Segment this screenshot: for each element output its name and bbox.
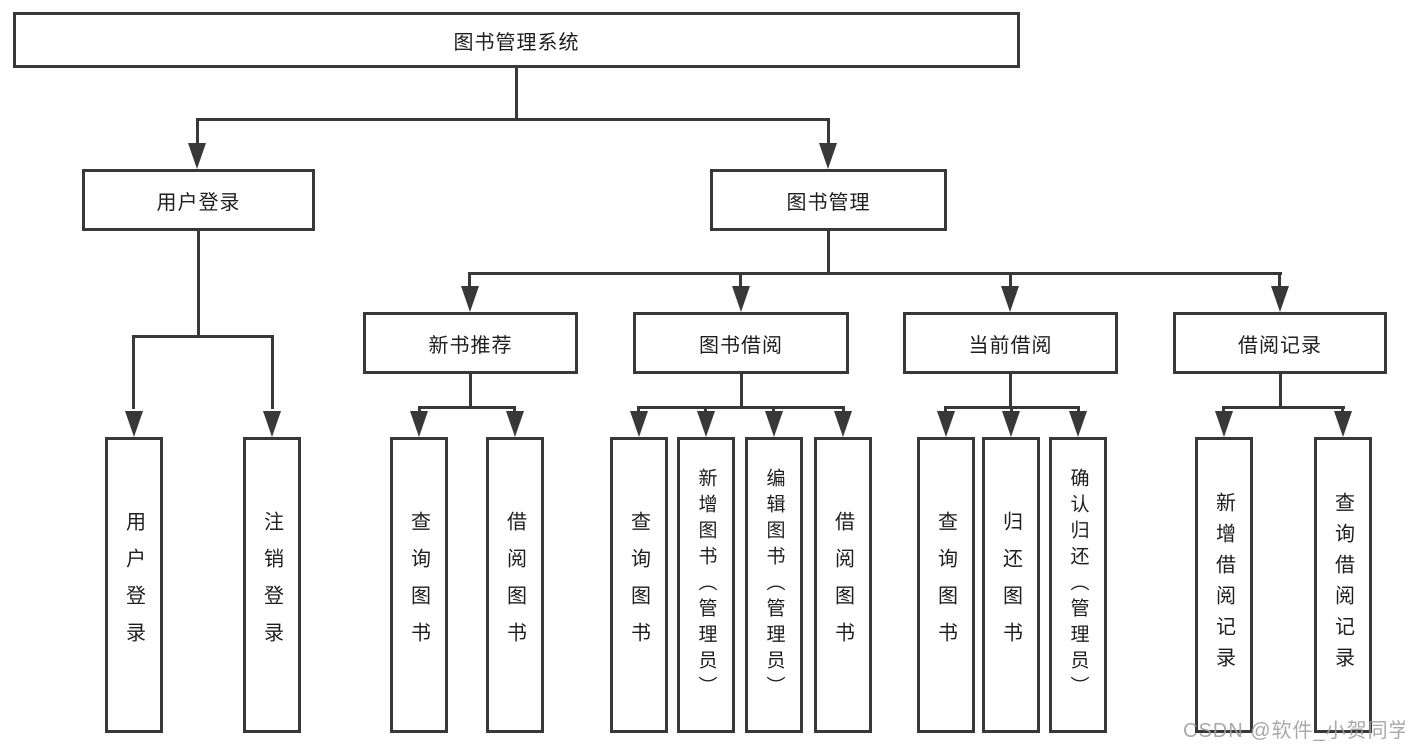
connector-arrowhead bbox=[506, 411, 524, 437]
connector-arrowhead bbox=[819, 143, 837, 169]
leaf-label: 新增图书（管理员） bbox=[695, 468, 717, 702]
leaf-borrow-books-recommend: 借阅图书 bbox=[486, 437, 544, 733]
connector-arrowhead bbox=[765, 411, 783, 437]
leaf-label: 查询图书 bbox=[627, 511, 650, 659]
connector-line bbox=[1222, 406, 1345, 409]
connector-line bbox=[418, 406, 516, 409]
connector-line bbox=[132, 335, 274, 338]
leaf-user-login: 用户登录 bbox=[105, 437, 163, 733]
leaf-borrow-books-borrowing: 借阅图书 bbox=[814, 437, 872, 733]
connector-arrowhead bbox=[1334, 411, 1352, 437]
leaf-label: 借阅图书 bbox=[503, 511, 526, 659]
leaf-label: 借阅图书 bbox=[831, 511, 854, 659]
connector-line bbox=[1341, 406, 1344, 414]
leaf-confirm-return-admin: 确认归还（管理员） bbox=[1049, 437, 1107, 733]
connector-line bbox=[944, 406, 947, 414]
leaf-label: 查询图书 bbox=[934, 511, 957, 659]
node-book-borrowing: 图书借阅 bbox=[633, 312, 849, 374]
node-library-system: 图书管理系统 bbox=[13, 12, 1020, 68]
connector-line bbox=[271, 335, 274, 409]
leaf-label: 新增借阅记录 bbox=[1212, 492, 1235, 678]
connector-line bbox=[740, 374, 743, 406]
node-label: 图书管理 bbox=[786, 191, 871, 214]
connector-line bbox=[515, 68, 518, 118]
connector-line bbox=[197, 231, 200, 335]
connector-line bbox=[704, 406, 707, 414]
connector-line bbox=[1279, 374, 1282, 406]
leaf-return-books: 归还图书 bbox=[982, 437, 1040, 733]
connector-line bbox=[637, 406, 640, 414]
leaf-label: 注销登录 bbox=[260, 511, 283, 659]
node-label: 当前借阅 bbox=[968, 334, 1053, 357]
connector-line bbox=[196, 118, 199, 146]
node-label: 借阅记录 bbox=[1238, 334, 1322, 357]
leaf-label: 查询图书 bbox=[407, 511, 430, 659]
leaf-logout: 注销登录 bbox=[243, 437, 301, 733]
node-borrowing-records: 借阅记录 bbox=[1173, 312, 1387, 374]
connector-arrowhead bbox=[188, 143, 206, 169]
connector-line bbox=[827, 118, 830, 146]
leaf-label: 编辑图书（管理员） bbox=[763, 468, 785, 702]
leaf-query-books-current: 查询图书 bbox=[917, 437, 975, 733]
connector-arrowhead bbox=[1002, 411, 1020, 437]
leaf-add-borrow-record: 新增借阅记录 bbox=[1195, 437, 1253, 733]
node-new-book-recommend: 新书推荐 bbox=[363, 312, 578, 374]
leaf-label: 用户登录 bbox=[122, 511, 145, 659]
connector-line bbox=[418, 406, 421, 414]
connector-arrowhead bbox=[410, 411, 428, 437]
connector-line bbox=[1077, 406, 1080, 414]
connector-line bbox=[196, 118, 830, 121]
connector-line bbox=[468, 272, 471, 288]
connector-line bbox=[637, 406, 845, 409]
connector-arrowhead bbox=[1215, 411, 1233, 437]
connector-arrowhead bbox=[1001, 286, 1019, 312]
connector-line bbox=[827, 231, 830, 272]
connector-line bbox=[1222, 406, 1225, 414]
connector-line bbox=[513, 406, 516, 414]
leaf-query-borrow-record: 查询借阅记录 bbox=[1314, 437, 1372, 733]
connector-line bbox=[1009, 374, 1012, 406]
connector-arrowhead bbox=[630, 411, 648, 437]
node-user-login: 用户登录 bbox=[82, 169, 315, 231]
connector-line bbox=[842, 406, 845, 414]
connector-line bbox=[1009, 272, 1012, 288]
node-label: 图书借阅 bbox=[699, 334, 783, 357]
connector-arrowhead bbox=[1271, 286, 1289, 312]
connector-line bbox=[772, 406, 775, 414]
connector-line bbox=[468, 272, 1282, 275]
connector-arrowhead bbox=[937, 411, 955, 437]
connector-line bbox=[1010, 406, 1013, 414]
node-label: 新书推荐 bbox=[428, 334, 513, 357]
node-label: 用户登录 bbox=[156, 191, 241, 214]
connector-arrowhead bbox=[125, 411, 143, 437]
leaf-add-book-admin: 新增图书（管理员） bbox=[677, 437, 735, 733]
leaf-label: 确认归还（管理员） bbox=[1067, 468, 1089, 702]
connector-arrowhead bbox=[461, 286, 479, 312]
leaf-query-books-recommend: 查询图书 bbox=[390, 437, 448, 733]
leaf-edit-book-admin: 编辑图书（管理员） bbox=[745, 437, 803, 733]
connector-arrowhead bbox=[1069, 411, 1087, 437]
connector-arrowhead bbox=[834, 411, 852, 437]
connector-line bbox=[132, 335, 135, 409]
leaf-query-books-borrowing: 查询图书 bbox=[610, 437, 668, 733]
connector-line bbox=[1278, 272, 1281, 288]
connector-arrowhead bbox=[697, 411, 715, 437]
leaf-label: 查询借阅记录 bbox=[1331, 492, 1354, 678]
node-label: 图书管理系统 bbox=[453, 31, 580, 54]
leaf-label: 归还图书 bbox=[999, 511, 1022, 659]
node-book-management: 图书管理 bbox=[710, 169, 947, 231]
connector-line bbox=[469, 374, 472, 406]
connector-arrowhead bbox=[263, 411, 281, 437]
connector-arrowhead bbox=[732, 286, 750, 312]
connector-line bbox=[739, 272, 742, 288]
node-current-borrowing: 当前借阅 bbox=[903, 312, 1118, 374]
csdn-watermark: CSDN @软件_小贺同学 bbox=[1183, 720, 1405, 742]
